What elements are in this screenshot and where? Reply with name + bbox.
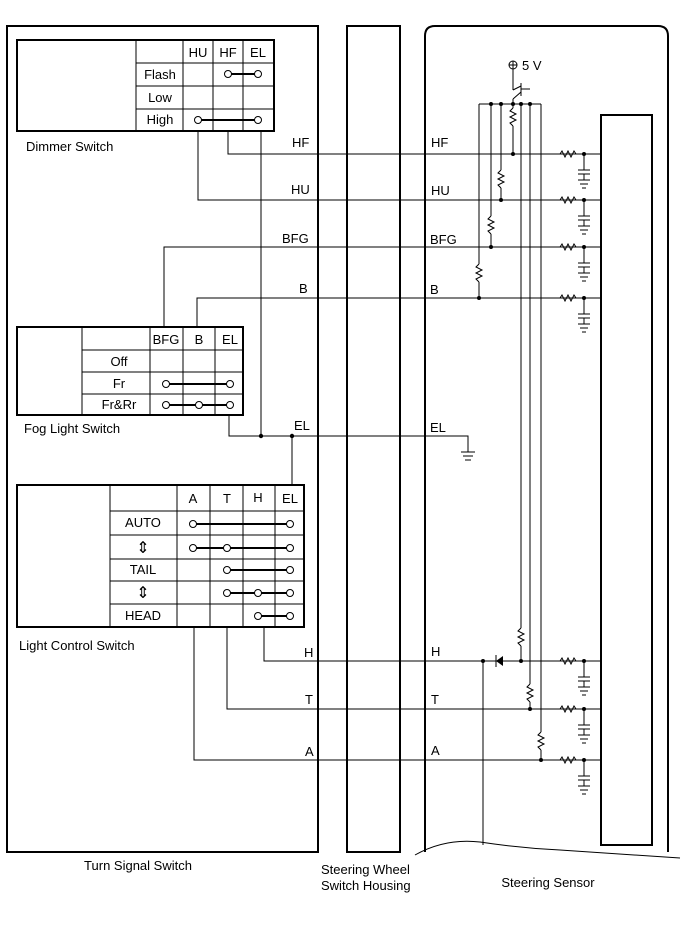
fog-row-off: Off: [110, 354, 127, 369]
wire-label-left-hf: HF: [292, 135, 309, 150]
wire-label-left-hu: HU: [291, 182, 310, 197]
light-control-switch-title: Light Control Switch: [19, 638, 135, 653]
lcs-row-tail: TAIL: [130, 562, 157, 577]
light-control-switch-table: A T H EL AUTO ⇕ TAIL ⇕ HEAD: [16, 484, 305, 628]
wire-label-left-el: EL: [294, 418, 310, 433]
lcs-row-head: HEAD: [125, 608, 161, 623]
supply-5v-label: 5 V: [522, 58, 542, 73]
wire-label-right-a: A: [431, 743, 440, 758]
lcs-row-transition-1: ⇕: [136, 540, 149, 557]
wire-label-right-h: H: [431, 644, 440, 659]
wire-label-left-h: H: [304, 645, 313, 660]
lcs-row-transition-2: ⇕: [136, 585, 149, 602]
steering-sensor-housing: [424, 25, 669, 852]
fog-row-fr-rr: Fr&Rr: [102, 397, 137, 412]
dimmer-col-hf: HF: [219, 45, 236, 60]
fog-row-fr: Fr: [113, 376, 126, 391]
input-filters: [559, 149, 590, 795]
dimmer-col-hu: HU: [189, 45, 208, 60]
fog-light-switch-title: Fog Light Switch: [24, 421, 120, 436]
sensor-ecu-block: [600, 114, 653, 846]
steering-sensor-caption: Steering Sensor: [501, 875, 595, 890]
dimmer-switch-table: HU HF EL Flash Low High: [16, 39, 275, 132]
fog-col-el: EL: [222, 332, 238, 347]
switch-housing-caption-line2: Switch Housing: [321, 878, 411, 893]
fog-light-switch-table: BFG B EL Off Fr Fr&Rr: [16, 326, 244, 416]
wire-label-right-hf: HF: [431, 135, 448, 150]
dimmer-row-flash: Flash: [144, 67, 176, 82]
wire-label-left-b: B: [299, 281, 308, 296]
wire-label-right-t: T: [431, 692, 439, 707]
wire-label-left-bfg: BFG: [282, 231, 309, 246]
wire-label-right-hu: HU: [431, 183, 450, 198]
lcs-row-auto: AUTO: [125, 515, 161, 530]
dimmer-row-low: Low: [148, 90, 172, 105]
switch-housing-caption-line1: Steering Wheel: [321, 862, 410, 877]
fog-col-bfg: BFG: [153, 332, 180, 347]
wire-label-left-t: T: [305, 692, 313, 707]
wire-label-right-el: EL: [430, 420, 446, 435]
signal-wires: [163, 131, 601, 761]
dimmer-switch-title: Dimmer Switch: [26, 139, 113, 154]
lcs-col-t: T: [223, 491, 231, 506]
lcs-col-a: A: [189, 491, 198, 506]
fog-col-b: B: [195, 332, 204, 347]
lcs-col-el: EL: [282, 491, 298, 506]
sensor-internal-circuit: 5 V: [461, 58, 546, 845]
turn-signal-switch-caption: Turn Signal Switch: [84, 858, 192, 873]
switch-housing-box: [346, 25, 401, 853]
dimmer-col-el: EL: [250, 45, 266, 60]
wire-label-right-b: B: [430, 282, 439, 297]
steering-sensor-torn-edge: [414, 840, 681, 859]
lcs-col-h: H: [253, 490, 262, 505]
wire-label-right-bfg: BFG: [430, 232, 457, 247]
dimmer-row-high: High: [147, 112, 174, 127]
wire-label-left-a: A: [305, 744, 314, 759]
turn-signal-switch-housing: [6, 25, 319, 853]
